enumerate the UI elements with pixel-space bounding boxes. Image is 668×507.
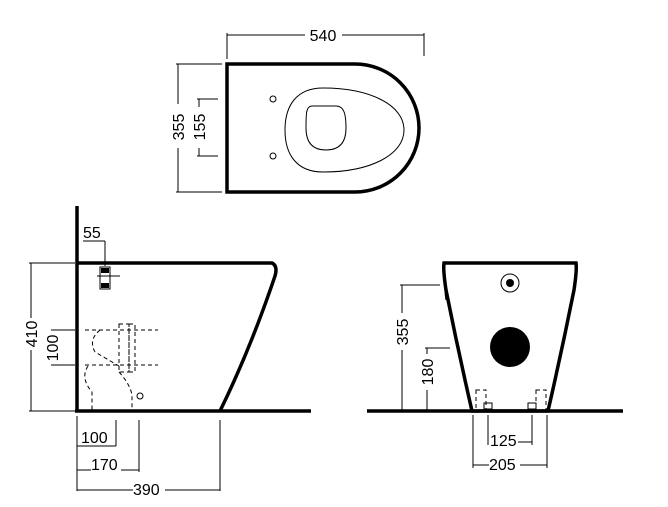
front-height-dimension: 355 (395, 284, 440, 411)
floor-outlet-label-1: 100 (81, 430, 108, 447)
outlet-height-dimension: 100 (45, 329, 75, 366)
height-dimension-label: 410 (24, 321, 41, 348)
side-view: 55 410 100 100 170 390 (24, 206, 311, 499)
front-outlet-height-dimension: 180 (420, 347, 450, 411)
floor-outlet-label-2: 170 (91, 457, 118, 474)
top-view-seat-opening (284, 87, 405, 173)
front-view-inlet-inner (506, 279, 514, 287)
side-view-inlet (99, 266, 111, 290)
length-dimension-label: 390 (133, 482, 160, 499)
seat-hinge-hole-top (269, 95, 277, 103)
hole-spacing-dimension-label: 155 (192, 114, 209, 141)
top-view-inner-rim (305, 105, 347, 151)
seat-hinge-hole-bottom (269, 152, 277, 160)
width-dimension-label: 540 (310, 28, 337, 45)
side-view-trap-dashed (84, 323, 158, 411)
depth-dimension-label: 355 (171, 114, 188, 141)
top-view: 540 355 155 (171, 28, 425, 194)
front-view-outlet (490, 327, 530, 367)
fixing-inner-label: 125 (490, 433, 517, 450)
top-view-bowl-outline (225, 62, 421, 194)
inlet-offset-label: 55 (83, 225, 101, 242)
width-dimension: 540 (226, 28, 425, 59)
front-height-dimension-label: 355 (395, 319, 412, 346)
hole-spacing-dimension: 155 (192, 98, 218, 157)
side-view-body-outline (77, 261, 278, 412)
depth-dimension: 355 (171, 63, 222, 193)
fixing-outer-label: 205 (489, 457, 516, 474)
outlet-height-dimension-label: 100 (45, 335, 62, 362)
height-dimension: 410 (24, 262, 75, 412)
front-view: 355 180 125 205 (367, 261, 623, 474)
front-view-body-outline (442, 261, 578, 413)
front-view-inlet-outer (500, 273, 520, 293)
front-outlet-height-dimension-label: 180 (420, 359, 437, 386)
front-view-fixing-brackets (475, 389, 547, 411)
